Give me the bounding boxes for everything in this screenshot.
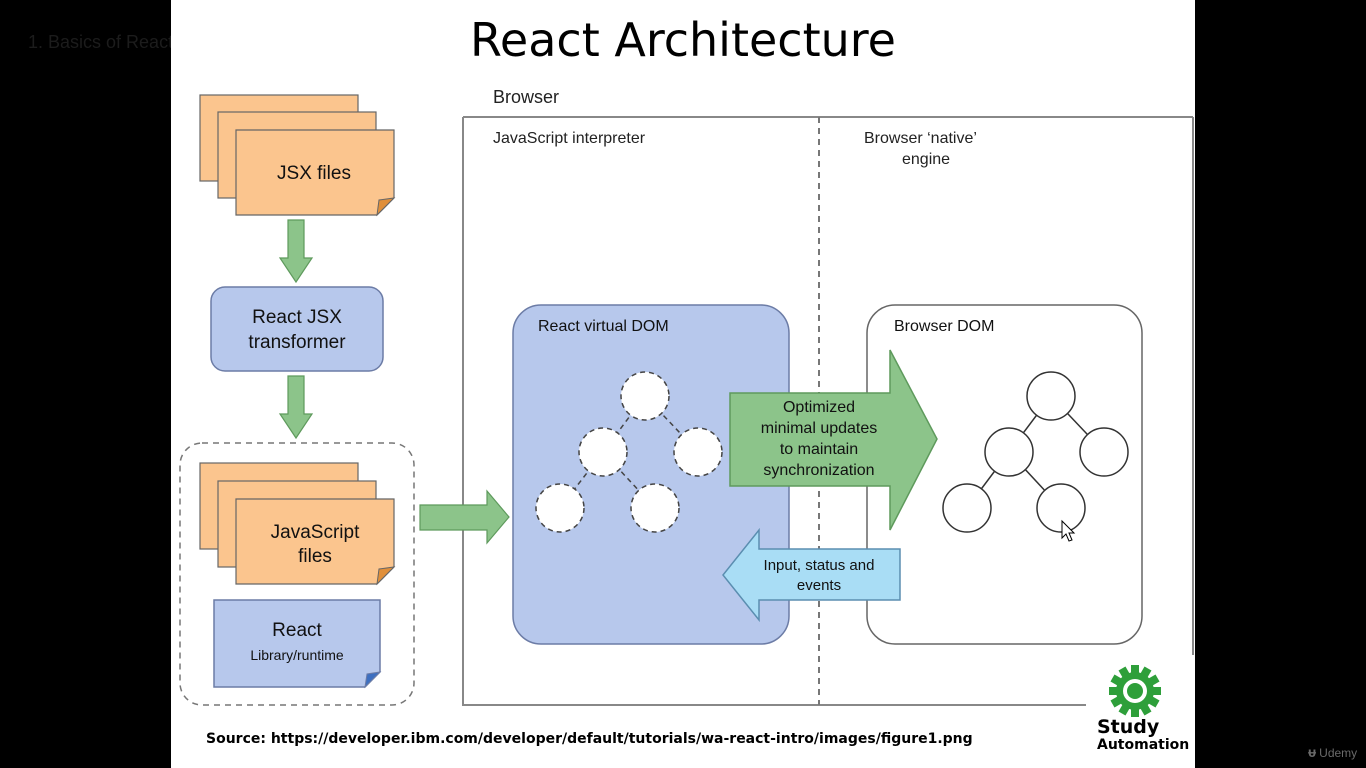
logo-text: Study Automation	[1097, 718, 1193, 754]
jsx-files-label: JSX files	[277, 163, 351, 184]
down-arrow-2	[278, 375, 314, 440]
jsx-transformer-box	[210, 286, 384, 372]
js-files-label-1: JavaScript	[271, 522, 360, 543]
react-lib-label-1: React	[272, 620, 322, 641]
jsx-files-stack: JSX files	[199, 94, 396, 217]
source-credit: Source: https://developer.ibm.com/develo…	[206, 731, 973, 747]
update-arrow-line-1: Optimized	[783, 399, 855, 416]
update-arrow-line-4: synchronization	[763, 462, 874, 479]
slide: React Architecture Browser JavaScript in…	[171, 0, 1195, 768]
input-arrow-line-2: events	[797, 577, 841, 594]
mouse-cursor-icon	[1061, 519, 1076, 542]
logo-line-2: Automation	[1097, 737, 1190, 753]
update-arrow-line-3: to maintain	[780, 441, 858, 458]
native-engine-label: Browser ‘native’	[864, 130, 977, 147]
js-files-label-2: files	[298, 546, 332, 567]
browser-label: Browser	[493, 87, 559, 107]
architecture-diagram: Browser JavaScript interpreter Browser ‘…	[179, 87, 1194, 706]
transformer-label-1: React JSX	[252, 307, 342, 328]
js-files-stack: JavaScript files	[199, 462, 396, 586]
react-lib-label-2: Library/runtime	[250, 647, 344, 663]
logo-line-1: Study	[1097, 716, 1160, 738]
right-arrow-bundle	[419, 489, 510, 545]
react-library-box: React Library/runtime	[213, 599, 382, 689]
browser-dom-tree	[942, 371, 1129, 533]
browser-frame	[462, 116, 1194, 706]
transformer-label-2: transformer	[248, 332, 346, 353]
browser-dom-label: Browser DOM	[894, 318, 994, 335]
input-arrow-line-1: Input, status and	[764, 557, 875, 574]
input-arrow	[722, 527, 901, 623]
slide-title: React Architecture	[470, 13, 896, 67]
update-arrow-line-2: minimal updates	[761, 420, 878, 437]
udemy-logo-icon: ᵾ	[1308, 744, 1317, 760]
virtual-dom-label: React virtual DOM	[538, 318, 669, 335]
down-arrow-1	[278, 219, 314, 284]
js-interpreter-label: JavaScript interpreter	[493, 130, 646, 147]
native-engine-label-2: engine	[902, 151, 950, 168]
gear-logo-icon	[1109, 665, 1161, 717]
bundle-group	[179, 442, 415, 706]
lecture-title-overlay: 1. Basics of React JS	[28, 32, 200, 52]
update-arrow	[729, 349, 938, 531]
virtual-dom-tree	[535, 371, 723, 533]
udemy-brand-text: Udemy	[1319, 746, 1358, 760]
